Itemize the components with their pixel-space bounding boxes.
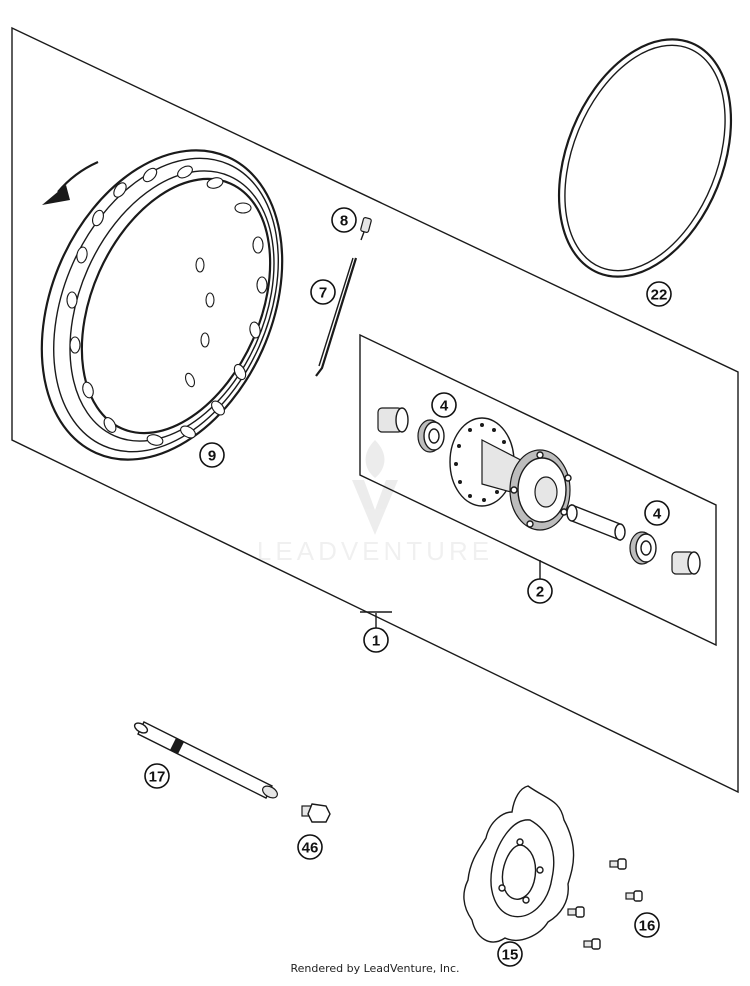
svg-text:2: 2 [536, 584, 544, 601]
spoke-nipple [360, 217, 372, 241]
svg-text:22: 22 [651, 287, 668, 304]
watermark-logo [352, 440, 398, 535]
svg-text:4: 4 [653, 506, 662, 523]
callout-46: 46 [297, 834, 323, 860]
svg-text:16: 16 [639, 918, 656, 935]
hub-body [449, 417, 572, 531]
callout-1: 1 [363, 627, 389, 653]
callout-16: 16 [634, 912, 660, 938]
svg-text:9: 9 [208, 448, 216, 465]
left-spacer [377, 407, 409, 433]
callout-4-right: 4 [644, 500, 670, 526]
wheel-assembly-frame [11, 26, 739, 794]
disc-screws [567, 858, 643, 950]
callout-7: 7 [310, 279, 336, 305]
hub-spacer-tube [566, 503, 626, 542]
left-bearing [417, 419, 445, 453]
watermark-text: LEADVENTURE [257, 536, 493, 566]
callout-15: 15 [497, 941, 523, 967]
callout-2: 2 [527, 578, 553, 604]
svg-text:1: 1 [372, 633, 380, 650]
rim-tape [557, 38, 733, 278]
callout-9: 9 [199, 442, 225, 468]
hub-assembly-frame [359, 333, 717, 647]
spoke [315, 257, 358, 377]
brake-disc [463, 785, 575, 943]
axle [133, 721, 278, 799]
rim [40, 149, 284, 461]
callout-8: 8 [331, 207, 357, 233]
callout-17: 17 [144, 763, 170, 789]
right-spacer [671, 551, 701, 575]
svg-text:15: 15 [502, 947, 519, 964]
svg-text:46: 46 [302, 840, 319, 857]
callout-22: 22 [646, 281, 672, 307]
svg-text:7: 7 [319, 285, 327, 302]
arrow-icon [42, 160, 99, 205]
right-bearing [629, 531, 657, 565]
footer-credit: Rendered by LeadVenture, Inc. [290, 962, 460, 975]
svg-text:4: 4 [440, 398, 449, 415]
svg-text:8: 8 [340, 213, 348, 230]
axle-nut [301, 803, 331, 823]
callout-4-left: 4 [431, 392, 457, 418]
svg-text:17: 17 [149, 769, 166, 786]
